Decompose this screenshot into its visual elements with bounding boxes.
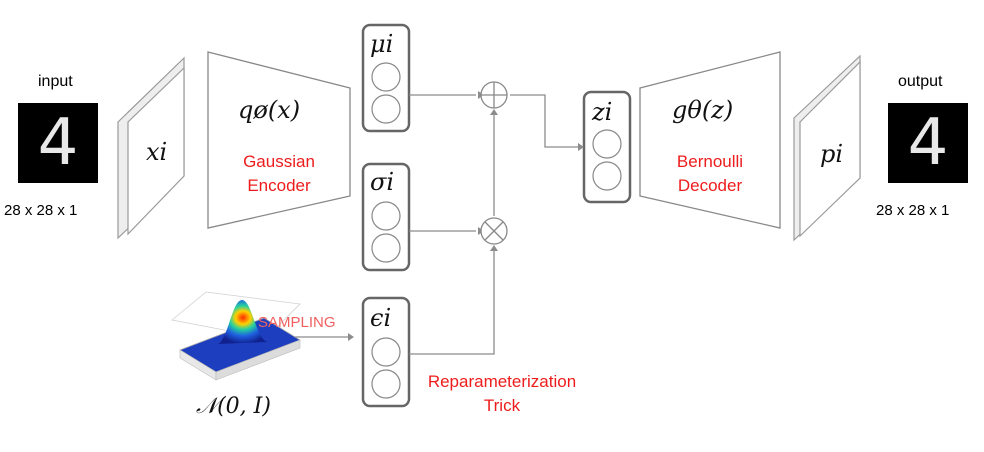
- z-unit-1: [592, 129, 622, 159]
- sampling-label: SAMPLING: [258, 314, 336, 331]
- reparameterization-trick-label: Reparameterization Trick: [414, 370, 590, 418]
- input-size-label: 28 x 28 x 1: [4, 202, 78, 219]
- decoder-trapezoid: [639, 51, 781, 229]
- arrowhead-z: [578, 143, 584, 151]
- gaussian-surface-plot: [171, 291, 301, 381]
- mu-label: μi: [370, 30, 394, 58]
- z-label: zi: [592, 98, 613, 126]
- arrowhead-mul-up: [490, 245, 498, 251]
- epsilon-label: ϵi: [370, 304, 392, 332]
- arrowhead-add-up: [490, 109, 498, 115]
- trick-line1: Reparameterization: [427, 372, 577, 391]
- decoder-name-line1: Bernoulli: [676, 152, 744, 171]
- encoder-function-label: qø(x): [238, 96, 301, 124]
- mu-unit-2: [371, 94, 401, 124]
- z-unit-2: [592, 161, 622, 191]
- trick-line2: Trick: [483, 396, 521, 415]
- decoder-name: Bernoulli Decoder: [640, 150, 780, 198]
- epsilon-to-mul-line: [409, 249, 495, 355]
- input-label: input: [38, 73, 73, 90]
- output-label: output: [898, 73, 943, 90]
- sigma-unit-2: [371, 233, 401, 263]
- encoder-name-line2: Encoder: [247, 176, 311, 195]
- encoder-trapezoid: [207, 51, 351, 229]
- sigma-unit-1: [371, 201, 401, 231]
- output-layer-label: pi: [820, 140, 844, 168]
- input-digit-image: 4: [18, 103, 98, 183]
- multiply-operator: [480, 217, 508, 245]
- output-digit-image: 4: [888, 103, 968, 183]
- add-to-z-line: [510, 94, 578, 148]
- arrowhead-sampling: [348, 333, 354, 341]
- encoder-name: Gaussian Encoder: [208, 150, 350, 198]
- decoder-name-line2: Decoder: [677, 176, 743, 195]
- output-size-label: 28 x 28 x 1: [876, 202, 950, 219]
- mu-unit-1: [371, 62, 401, 92]
- add-operator: [480, 81, 508, 109]
- output-layer-face: [799, 60, 861, 238]
- input-layer-label: xi: [146, 138, 168, 166]
- epsilon-unit-1: [371, 337, 401, 367]
- input-layer-face: [127, 66, 185, 236]
- epsilon-unit-2: [371, 369, 401, 399]
- decoder-function-label: gθ(z): [672, 96, 734, 124]
- encoder-name-line1: Gaussian: [243, 152, 315, 171]
- sigma-label: σi: [370, 168, 395, 196]
- distribution-label: 𝒩(0, I): [196, 394, 271, 419]
